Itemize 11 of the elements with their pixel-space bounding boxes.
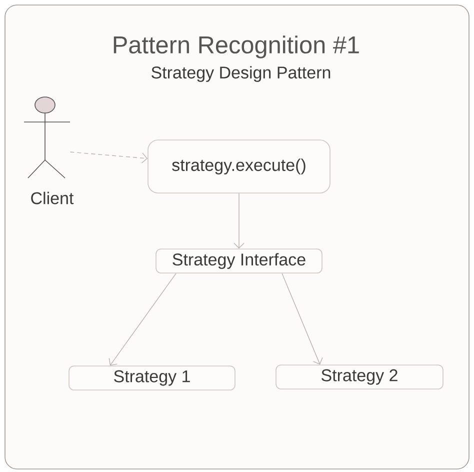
process-box: Strategy 1	[68, 366, 236, 390]
process-box: Strategy 2	[276, 364, 444, 390]
title: Pattern Recognition #1	[114, 36, 359, 58]
process-box: strategy.execute()	[148, 140, 330, 194]
arrow	[70, 152, 148, 164]
arrow	[282, 273, 323, 365]
process-box: Strategy Interface	[156, 248, 322, 274]
arrow	[234, 193, 244, 249]
actor-label: Client	[31, 192, 74, 204]
arrow	[108, 273, 176, 366]
subtitle: Strategy Design Pattern	[152, 66, 330, 82]
